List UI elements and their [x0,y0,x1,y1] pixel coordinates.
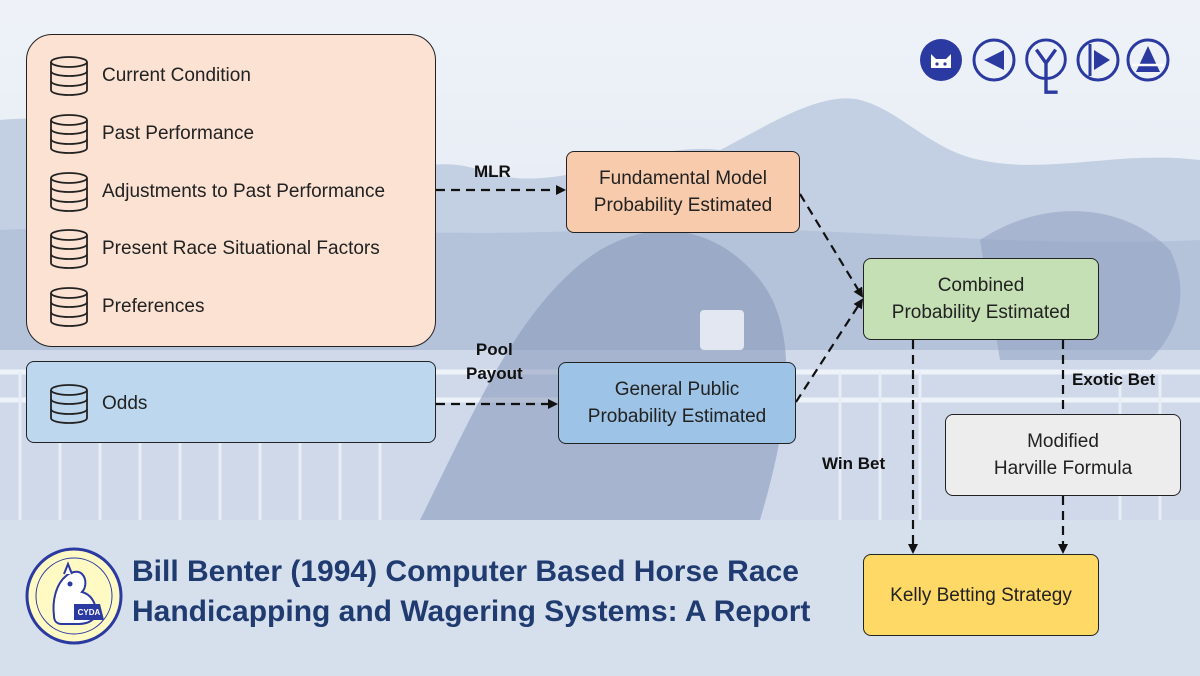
database-icon [50,56,88,96]
fundamental-model-label: Fundamental Model Probability Estimated [593,168,773,216]
database-icon [50,114,88,154]
feature-adjustments: Adjustments to Past Performance [48,168,385,216]
harville-formula-label: Modified Harville Formula [993,431,1133,479]
c-letter-icon [972,38,1016,82]
feature-preferences: Preferences [48,283,204,331]
kelly-strategy-label: Kelly Betting Strategy [890,584,1072,606]
feature-label: Preferences [102,296,205,317]
edge-label-win-bet: Win Bet [822,454,886,473]
edge-label-pool-payout: Pool Payout [466,340,523,383]
feature-label: Present Race Situational Factors [102,238,380,259]
d-letter-icon [1076,38,1120,82]
database-icon [50,287,88,327]
database-icon [50,229,88,269]
cyda-horse-logo: CYDA [25,547,123,645]
feature-situational-factors: Present Race Situational Factors [48,225,380,273]
kelly-strategy-node: Kelly Betting Strategy [863,554,1099,636]
odds-box [26,361,436,443]
diagram-title: Bill Benter (1994) Computer Based Horse … [132,555,811,628]
y-letter-icon [1025,38,1067,94]
logo-badge-text: CYDA [78,608,101,617]
public-probability-label: General Public Probability Estimated [587,379,767,427]
database-icon [50,384,88,424]
feature-label: Current Condition [102,65,251,86]
harville-formula-node: Modified Harville Formula [945,414,1181,496]
odds-label: Odds [102,393,148,414]
cat-face-icon [920,39,962,81]
feature-current-condition: Current Condition [48,52,251,100]
fundamental-model-node: Fundamental Model Probability Estimated [566,151,800,233]
combined-probability-label: Combined Probability Estimated [891,275,1071,323]
feature-label: Adjustments to Past Performance [102,181,386,202]
public-probability-node: General Public Probability Estimated [558,362,796,444]
feature-past-performance: Past Performance [48,110,254,158]
a-letter-icon [1126,38,1170,82]
combined-probability-node: Combined Probability Estimated [863,258,1099,340]
feature-label: Past Performance [102,123,255,144]
database-icon [50,172,88,212]
edge-fundamental-to-combined [799,193,864,298]
odds-item: Odds [48,380,147,428]
edge-label-mlr: MLR [474,162,511,181]
edge-label-exotic-bet: Exotic Bet [1072,370,1156,389]
features-box [26,34,436,347]
edge-public-to-combined [795,298,864,403]
